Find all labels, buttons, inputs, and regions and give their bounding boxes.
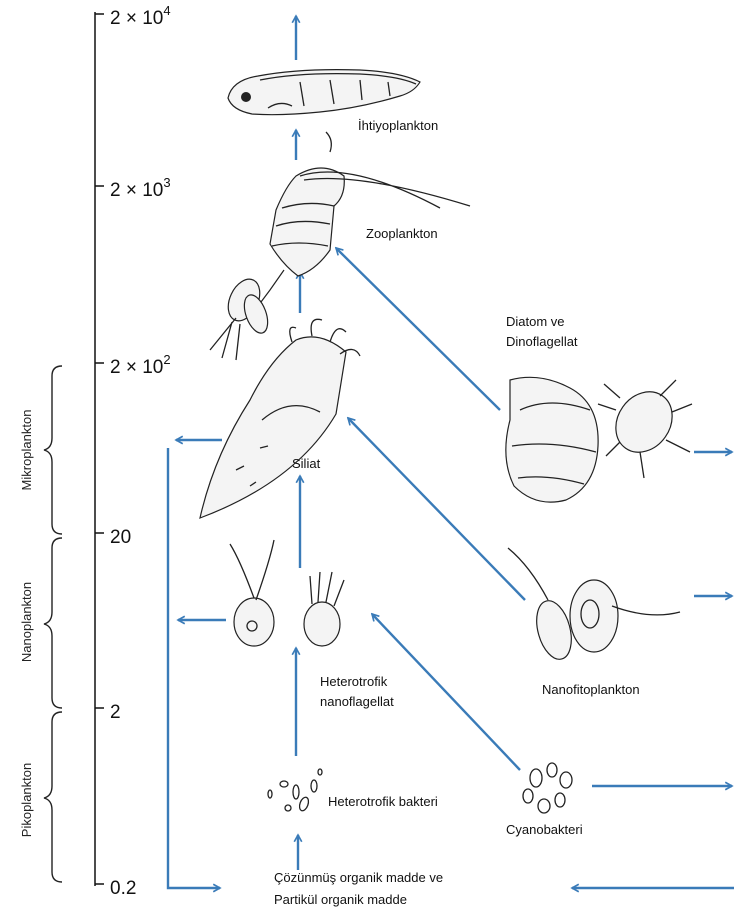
tick-label-2e2: 2 × 102 [110, 352, 171, 378]
label-nanophytoplankton: Nanofitoplankton [542, 682, 640, 697]
class-label-nanoplankton: Nanoplankton [19, 582, 34, 662]
size-axis: 2 × 104 2 × 103 2 × 102 20 2 0.2 [95, 3, 171, 899]
label-zooplankton: Zooplankton [366, 226, 438, 241]
label-ichthyoplankton: İhtiyoplankton [358, 118, 438, 133]
tick-label-2: 2 [110, 702, 121, 723]
cyanobacteria-illustration [523, 763, 572, 813]
label-diatom-line2: Dinoflagellat [506, 334, 578, 349]
class-label-mikroplankton: Mikroplankton [19, 410, 34, 491]
tick-label-20: 20 [110, 527, 131, 548]
tick-label-0-2: 0.2 [110, 878, 136, 899]
copepod-illustration [210, 132, 470, 360]
heterotrophic-nanoflagellate-illustration [230, 540, 344, 646]
class-label-pikoplankton: Pikoplankton [19, 763, 34, 837]
bacteria-illustration [268, 769, 322, 812]
size-class-braces: Mikroplankton Nanoplankton Pikoplankton [19, 366, 62, 882]
label-diatom-line1: Diatom ve [506, 314, 565, 329]
tick-label-2e4: 2 × 104 [110, 3, 171, 29]
nanophytoplankton-illustration [508, 548, 680, 663]
label-heterotrophic-bacteria: Heterotrofik bakteri [328, 794, 438, 809]
label-hnf-line1: Heterotrofik [320, 674, 388, 689]
label-cyanobacteria: Cyanobakteri [506, 822, 583, 837]
arrow-cyano-to-hnf [372, 614, 520, 770]
arrow-diatom-to-zoo [336, 248, 500, 410]
arrow-nanophyto-to-ciliate [348, 418, 525, 600]
arrow-loss-loop [168, 448, 220, 888]
fish-larva-illustration [228, 70, 420, 115]
label-dom-line1: Çözünmüş organik madde ve [274, 870, 443, 885]
label-hnf-line2: nanoflagellat [320, 694, 394, 709]
label-ciliate: Siliat [292, 456, 321, 471]
tick-label-2e3: 2 × 103 [110, 175, 171, 201]
label-dom-line2: Partikül organik madde [274, 892, 407, 907]
diatom-dinoflagellate-illustration [506, 377, 692, 502]
